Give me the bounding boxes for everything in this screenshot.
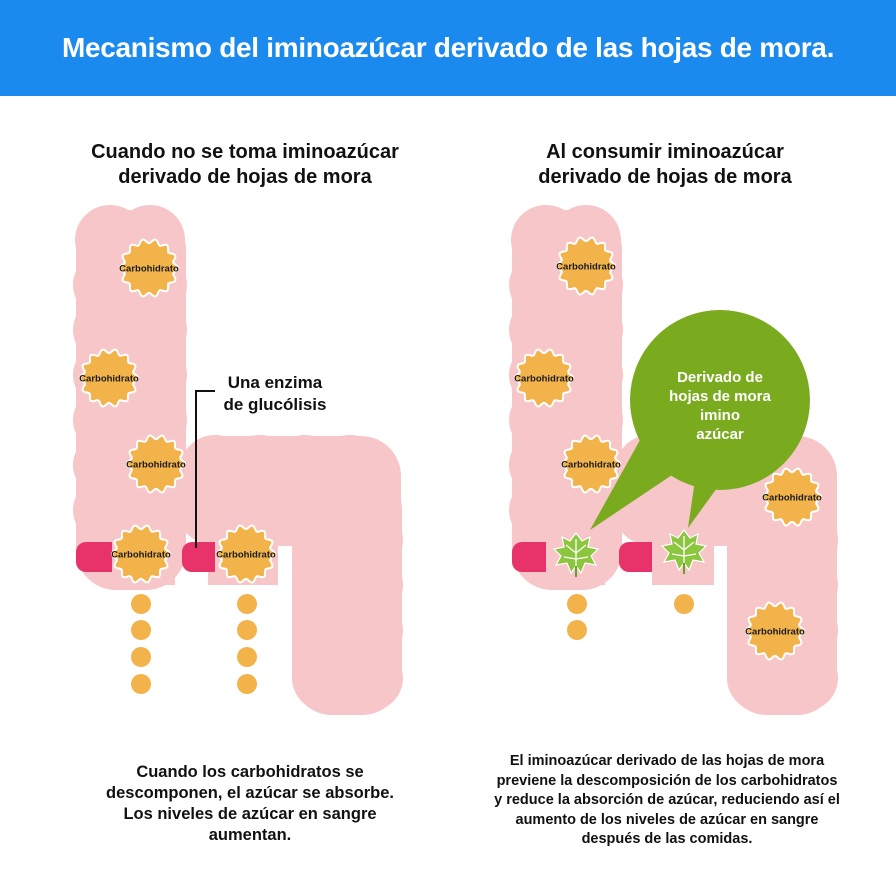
sugar-dot [237, 647, 257, 667]
left-caption-line: descomponen, el azúcar se absorbe. [70, 783, 430, 804]
enzyme-icon [182, 542, 215, 572]
sugar-dot [237, 620, 257, 640]
sugar-dots-left-1 [131, 594, 151, 694]
right-caption-line: El iminoazúcar derivado de las hojas de … [462, 752, 872, 772]
sugar-dot [237, 674, 257, 694]
left-caption-line: Los niveles de azúcar en sangre [70, 804, 430, 825]
enzyme-label-line: de glucólisis [210, 394, 340, 416]
left-caption-line: aumentan. [70, 825, 430, 846]
enzyme-label: Una enzima de glucólisis [210, 372, 340, 416]
sugar-dot [131, 647, 151, 667]
bubble-label-line: hojas de mora [650, 387, 790, 406]
right-caption-line: previene la descomposición de los carboh… [462, 772, 872, 792]
bubble-label-line: Derivado de [650, 368, 790, 387]
carbohydrate-label: Carbohidrato [762, 493, 822, 504]
bubble-label-line: imino [650, 406, 790, 425]
sugar-dot [567, 620, 587, 640]
sugar-dot [131, 594, 151, 614]
carbohydrate-label: Carbohidrato [561, 460, 621, 471]
left-caption-line: Cuando los carbohidratos se [70, 762, 430, 783]
sugar-dots-right-2 [674, 594, 694, 614]
enzyme-label-line: Una enzima [210, 372, 340, 394]
sugar-dot [131, 674, 151, 694]
sugar-dot [131, 620, 151, 640]
carbohydrate-label: Carbohidrato [79, 374, 139, 385]
bubble-label: Derivado de hojas de mora imino azúcar [650, 368, 790, 444]
right-caption-line: y reduce la absorción de azúcar, reducie… [462, 791, 872, 811]
enzyme-icon [619, 542, 652, 572]
carbohydrate-label: Carbohidrato [111, 550, 171, 561]
enzyme-icon [512, 542, 546, 572]
carbohydrate-label: Carbohidrato [216, 550, 276, 561]
carbohydrate-label: Carbohidrato [126, 460, 186, 471]
enzyme-icon [76, 542, 112, 572]
sugar-dots-left-2 [237, 594, 257, 694]
right-caption-line: aumento de los niveles de azúcar en sang… [462, 811, 872, 831]
sugar-dot [674, 594, 694, 614]
carbohydrate-label: Carbohidrato [556, 262, 616, 273]
carbohydrate-label: Carbohidrato [514, 374, 574, 385]
right-caption-line: después de las comidas. [462, 830, 872, 850]
left-caption: Cuando los carbohidratos se descomponen,… [70, 762, 430, 846]
sugar-dots-right-1 [567, 594, 587, 640]
sugar-dot [237, 594, 257, 614]
carbohydrate-label: Carbohidrato [119, 264, 179, 275]
right-caption: El iminoazúcar derivado de las hojas de … [462, 752, 872, 850]
bubble-label-line: azúcar [650, 425, 790, 444]
carbohydrate-label: Carbohidrato [745, 627, 805, 638]
sugar-dot [567, 594, 587, 614]
